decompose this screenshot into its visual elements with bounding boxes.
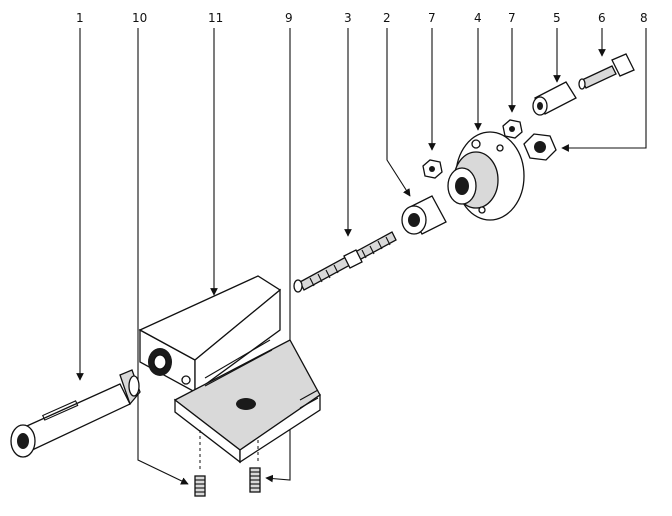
callout-7b: 7: [508, 11, 516, 25]
callout-3: 3: [344, 11, 352, 25]
part-7-nut-right: [502, 119, 523, 139]
part-2-collar: [401, 195, 447, 235]
part-7-nut-left: [422, 159, 443, 179]
callout-11: 11: [208, 11, 223, 25]
leader-lines: [76, 28, 647, 485]
part-11-holder-block: [138, 275, 321, 470]
callout-6: 6: [598, 11, 606, 25]
callout-9: 9: [285, 11, 293, 25]
part-9-set-screw: [249, 467, 261, 493]
callout-4: 4: [474, 11, 482, 25]
callout-1: 1: [76, 11, 84, 25]
part-10-set-screw: [194, 475, 206, 497]
part-6-cap-screw: [578, 53, 635, 90]
part-3-threaded-shaft: [293, 231, 397, 293]
callout-10: 10: [132, 11, 147, 25]
callout-7a: 7: [428, 11, 436, 25]
part-5-spacer-tube: [532, 81, 577, 116]
part-4-flange-hub: [447, 131, 525, 221]
callout-2: 2: [383, 11, 391, 25]
part-8-hex-nut: [523, 133, 557, 161]
callout-5: 5: [553, 11, 561, 25]
part-1-sleeve: [10, 369, 141, 458]
callout-8: 8: [640, 11, 648, 25]
